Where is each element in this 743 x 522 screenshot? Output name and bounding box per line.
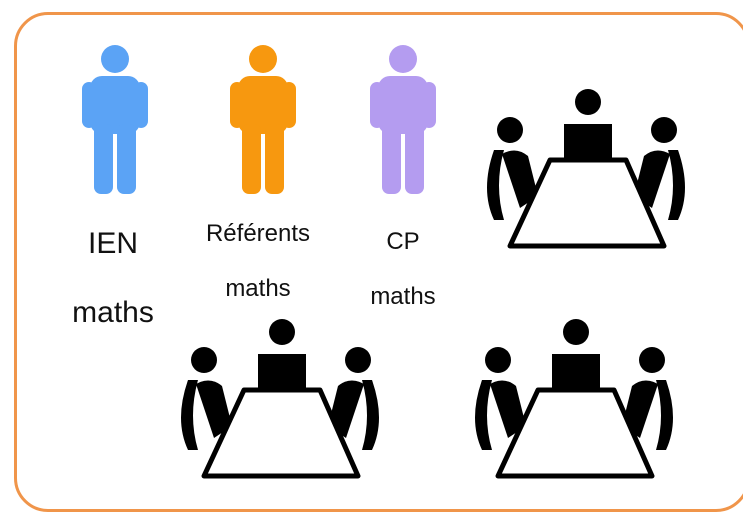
ien-label: IEN maths (58, 192, 168, 365)
ien-label-line1: IEN (87, 226, 138, 260)
referents-label-line2: maths (225, 274, 291, 302)
ien-person-icon (82, 45, 148, 194)
referents-label-line1: Référents (205, 219, 311, 247)
meeting-table-icon (487, 89, 685, 249)
cp-label-line1: CP (386, 227, 420, 255)
cp-person-icon (370, 45, 436, 194)
referents-label: Référents maths (183, 192, 333, 330)
rounded-frame (14, 12, 743, 512)
meeting-table-icon (181, 319, 379, 479)
cp-label-line2: maths (370, 282, 436, 310)
cp-label: CP maths (348, 200, 458, 338)
referents-person-icon (230, 45, 296, 194)
ien-label-line2: maths (72, 295, 154, 329)
meeting-table-icon (475, 319, 673, 479)
